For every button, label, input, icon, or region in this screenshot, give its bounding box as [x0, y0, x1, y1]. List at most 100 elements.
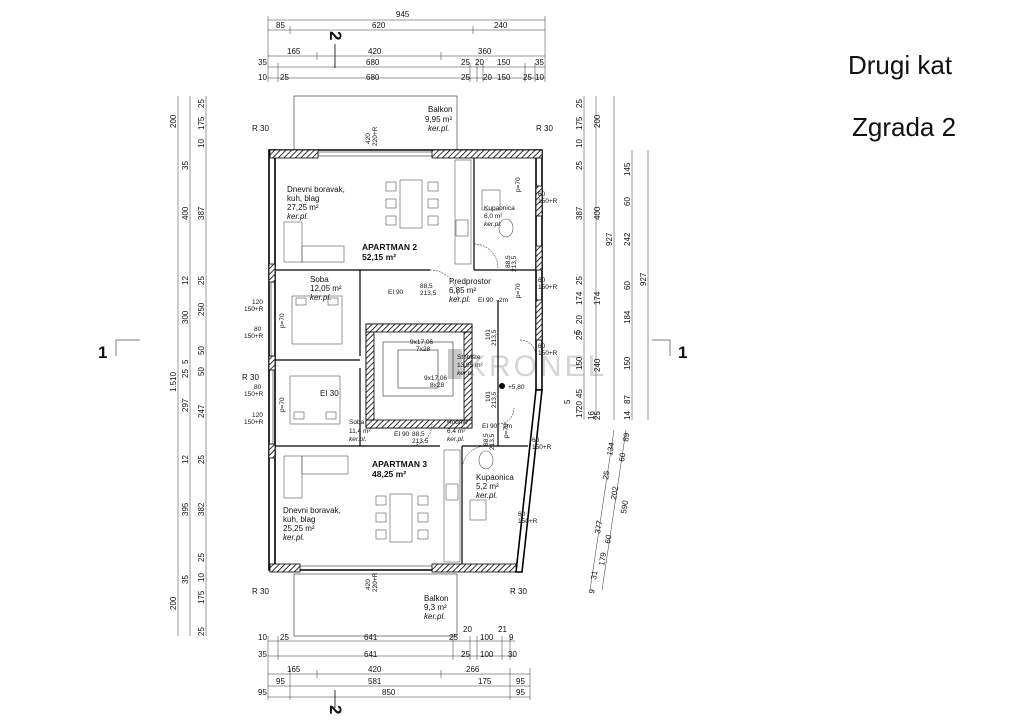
svg-text:400: 400 [593, 206, 602, 220]
svg-text:5: 5 [573, 329, 582, 334]
svg-text:590: 590 [619, 499, 630, 514]
svg-text:120: 120 [252, 412, 263, 419]
dimension-lines-right [583, 96, 649, 591]
dim-bot-20a: 20 [463, 625, 472, 634]
svg-text:220+R: 220+R [372, 126, 379, 146]
room-hodnik-name: Hodnik [447, 419, 468, 426]
svg-text:150+R: 150+R [538, 198, 558, 205]
svg-text:p=70: p=70 [503, 423, 510, 438]
dim-top-620: 620 [372, 21, 386, 30]
svg-text:213,5: 213,5 [489, 433, 496, 450]
room-kupaonica-a2-area: 6,0 m² [484, 213, 503, 220]
room-stubiste-finish: ker.pl. [457, 370, 475, 377]
dims-right-mid: 200 400 174 5 240 5 25 [563, 114, 602, 420]
svg-text:9x17,06: 9x17,06 [424, 375, 448, 382]
svg-text:88,5: 88,5 [420, 283, 433, 290]
svg-text:89: 89 [621, 431, 632, 442]
room-soba-a3-finish: ker.pl. [349, 436, 367, 443]
svg-text:927: 927 [639, 272, 648, 286]
apartment-3-area: 48,25 m² [372, 469, 406, 479]
svg-text:175: 175 [197, 116, 206, 130]
dim-top-25b: 25 [280, 73, 289, 82]
dims-left-outer: 200 35 400 12 300 5 25 297 12 395 35 200 [169, 114, 190, 610]
svg-text:87: 87 [623, 395, 632, 404]
room-kupaonica-a2-finish: ker.pl. [484, 221, 502, 228]
room-kupaonica-a3-name: Kupaonica [476, 473, 514, 482]
svg-text:60: 60 [623, 281, 632, 290]
svg-text:175: 175 [575, 116, 584, 130]
dim-top-25d: 25 [523, 73, 532, 82]
svg-text:1: 1 [678, 343, 687, 362]
svg-text:35: 35 [181, 161, 190, 170]
section-mark-top: 2 [326, 31, 345, 68]
svg-text:174: 174 [593, 291, 602, 305]
svg-text:150+R: 150+R [518, 518, 538, 525]
dim-bot-95c: 95 [258, 688, 267, 697]
watermark-logo: KRONEL [448, 349, 604, 383]
svg-text:25: 25 [575, 161, 584, 170]
dim-top-680a: 680 [366, 58, 380, 67]
windows [270, 151, 432, 571]
stair-hatch [365, 323, 473, 429]
svg-text:p=70: p=70 [515, 177, 522, 192]
svg-text:25: 25 [197, 99, 206, 108]
svg-text:60: 60 [518, 511, 526, 518]
svg-text:p=70: p=70 [279, 313, 286, 328]
svg-text:80: 80 [254, 326, 262, 333]
svg-text:134: 134 [605, 441, 616, 456]
svg-text:213,5: 213,5 [412, 438, 429, 445]
svg-text:150+R: 150+R [244, 391, 264, 398]
svg-text:88,5: 88,5 [412, 431, 425, 438]
svg-text:202: 202 [609, 485, 620, 500]
dim-top-35a: 35 [258, 58, 267, 67]
room-balkon-top-area: 9,95 m² [425, 115, 452, 124]
svg-text:150+R: 150+R [538, 284, 558, 291]
svg-text:88,5: 88,5 [483, 433, 490, 446]
svg-text:20: 20 [575, 315, 584, 324]
svg-text:420: 420 [365, 579, 372, 590]
dim-bot-25b: 25 [449, 633, 458, 642]
parapet-labels: p=70 p=70 p=70 p=70 p=70 [279, 177, 522, 438]
dims-right-inner: 145 60 242 60 184 150 87 14 927 927 [605, 162, 648, 420]
dim-bot-25c: 25 [461, 650, 470, 659]
svg-text:927: 927 [605, 232, 614, 246]
dim-top-945: 945 [396, 10, 410, 19]
svg-text:20: 20 [575, 401, 584, 410]
apartment-3-name: APARTMAN 3 [372, 459, 427, 469]
room-soba-a2-name: Soba [310, 275, 329, 284]
svg-text:88,5: 88,5 [505, 255, 512, 268]
svg-text:EI 90 · 2m: EI 90 · 2m [482, 423, 512, 430]
svg-text:35: 35 [181, 575, 190, 584]
room-balkon-top-name: Balkon [428, 105, 452, 114]
svg-text:240: 240 [593, 358, 602, 372]
svg-text:179: 179 [597, 551, 608, 566]
room-stubiste-area: 13,95 m² [457, 362, 483, 369]
svg-text:25: 25 [197, 455, 206, 464]
svg-text:150+R: 150+R [538, 350, 558, 357]
svg-text:2: 2 [326, 705, 345, 714]
svg-text:R 30: R 30 [242, 373, 259, 382]
svg-text:60: 60 [603, 533, 614, 544]
level-marker: +5,80 [499, 383, 525, 391]
dim-top-150b: 150 [497, 73, 511, 82]
svg-text:25: 25 [181, 369, 190, 378]
svg-text:220+R: 220+R [372, 572, 379, 592]
svg-text:213,5: 213,5 [420, 290, 437, 297]
svg-text:2: 2 [326, 31, 345, 40]
room-predprostor-name: Predprostor [449, 277, 491, 286]
room-dnevni-a3-name2: kuh, blag [283, 515, 315, 524]
svg-text:25: 25 [197, 553, 206, 562]
svg-text:R 30: R 30 [510, 587, 527, 596]
room-dnevni-a3-finish: ker.pl. [283, 533, 305, 542]
apartment-2-area: 52,15 m² [362, 252, 396, 262]
dim-top-150a: 150 [497, 58, 511, 67]
svg-text:247: 247 [197, 404, 206, 418]
dimension-lines-top [267, 16, 546, 82]
room-kupaonica-a2-name: Kupaonica [484, 205, 515, 212]
svg-text:200: 200 [169, 114, 178, 128]
room-stubiste-name: Stubište [457, 354, 481, 361]
dim-bot-165: 165 [287, 665, 301, 674]
svg-text:175: 175 [197, 590, 206, 604]
dim-bot-95a: 95 [276, 677, 285, 686]
svg-text:200: 200 [593, 114, 602, 128]
